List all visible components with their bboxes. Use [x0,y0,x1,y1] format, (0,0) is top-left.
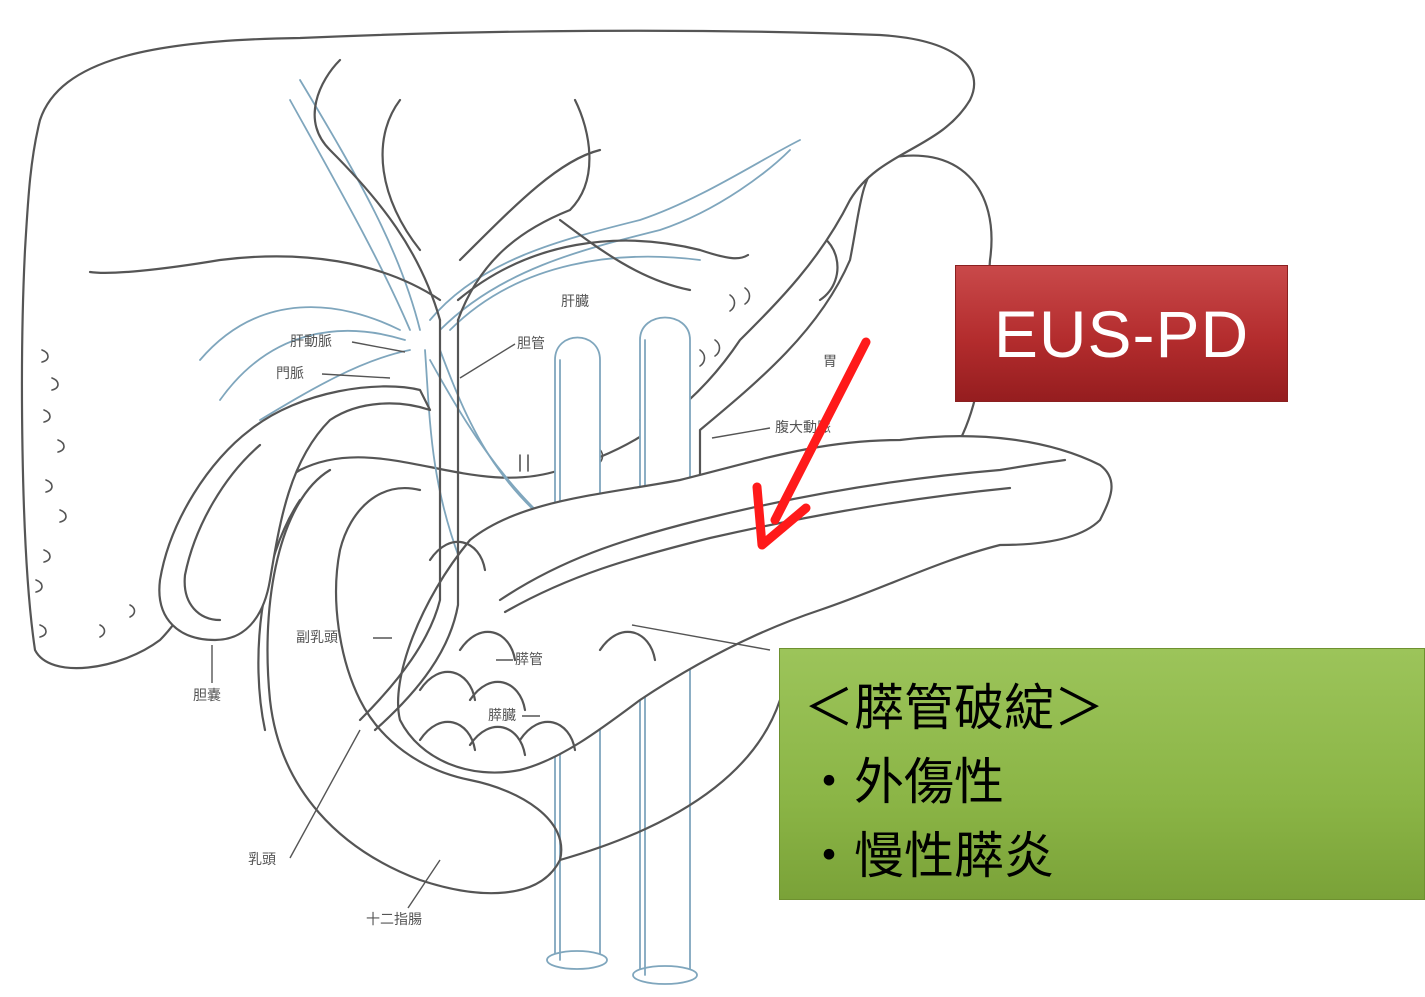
label-gallbladder: 胆嚢 [193,688,221,704]
label-stomach: 胃 [823,354,837,370]
label-portal-vein: 門脈 [276,366,304,382]
causes-callout: ＜膵管破綻＞ ・外傷性 ・慢性膵炎 [779,648,1425,900]
label-pancreatic-duct: 膵管 [515,652,543,668]
eus-pd-callout: EUS-PD [955,265,1288,402]
label-liver: 肝臓 [561,294,589,310]
cause-item-chronic-pancreatitis: ・慢性膵炎 [804,819,1424,893]
label-hepatic-artery: 肝動脈 [290,334,332,350]
cause-item-traumatic: ・外傷性 [804,745,1424,819]
label-papilla: 乳頭 [248,852,276,868]
label-pancreas: 膵臓 [488,708,516,724]
label-duodenum: 十二指腸 [366,912,422,928]
label-accessory-papilla: 副乳頭 [296,630,338,646]
causes-title: ＜膵管破綻＞ [804,671,1424,745]
eus-pd-text: EUS-PD [994,296,1249,372]
label-bile-duct: 胆管 [517,336,545,352]
